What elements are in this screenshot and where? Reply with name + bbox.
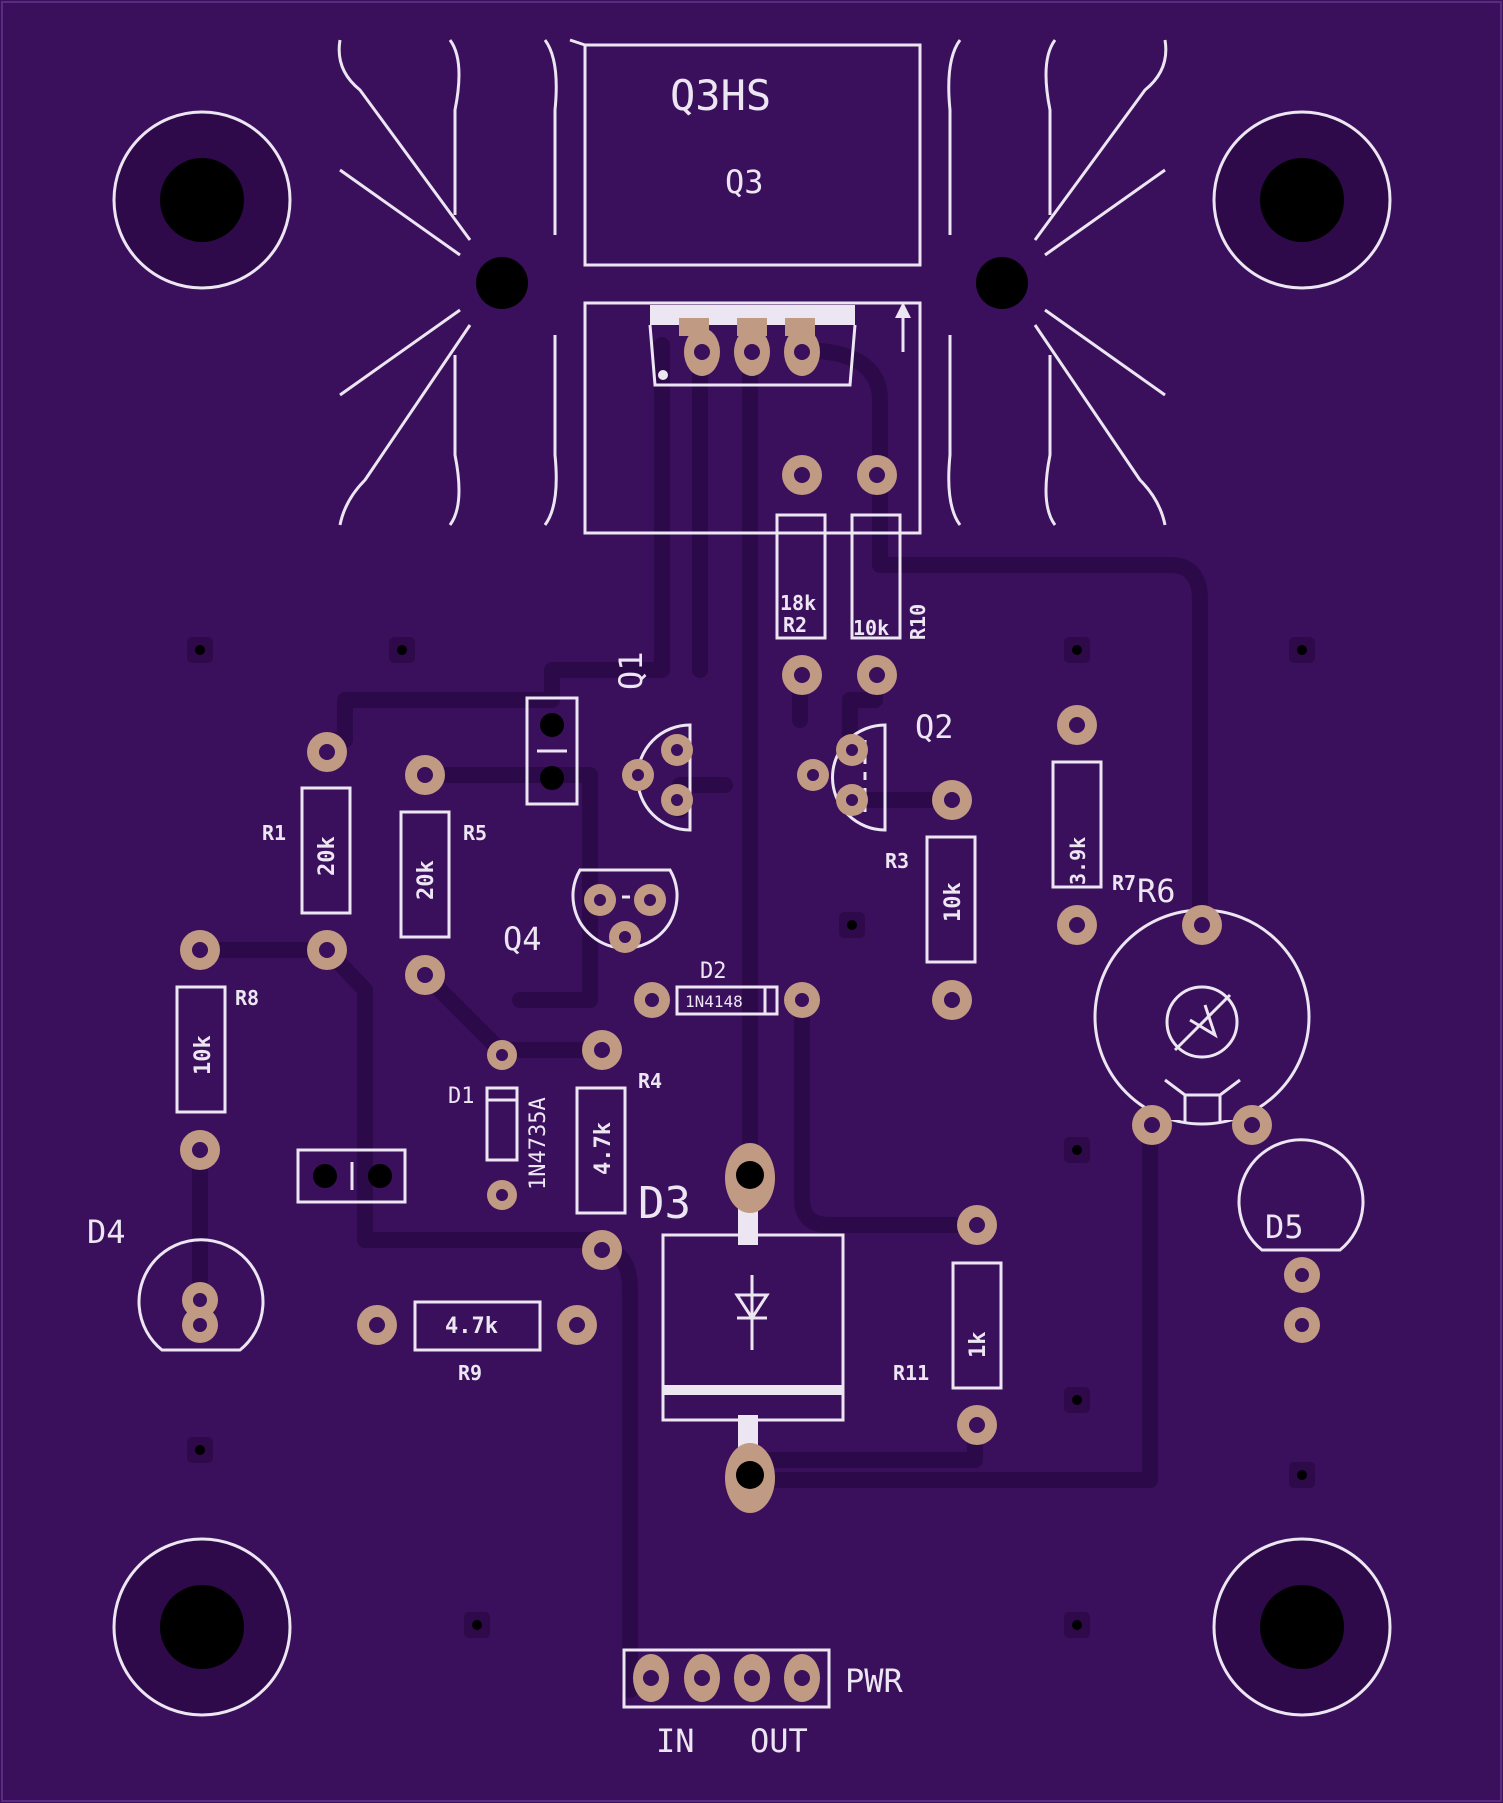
trace: [742, 1117, 1158, 1488]
r9-label: R9: [458, 1361, 482, 1385]
r7-label: R7: [1112, 871, 1136, 895]
r2-value: 18k: [780, 591, 816, 615]
d2-label: D2: [700, 959, 727, 984]
mounting-hole: [112, 110, 292, 290]
r5-label: R5: [463, 821, 487, 845]
via: [1064, 1387, 1090, 1413]
resistor-r4: 4.7k R4: [575, 1030, 662, 1270]
r1-value: 20k: [315, 836, 340, 876]
r7-value: 3.9k: [1066, 837, 1090, 885]
q1-label: Q1: [612, 651, 650, 690]
r1-label: R1: [262, 821, 286, 845]
resistor-r7: 3.9k R7: [1051, 705, 1136, 945]
transistor-q4: Q4: [503, 868, 679, 958]
power-connector: PWR IN OUT: [622, 1648, 904, 1760]
resistor-r9: 4.7k R9: [357, 1300, 597, 1385]
r10-value: 10k: [853, 616, 889, 640]
transistor-q3: [648, 302, 911, 387]
r8-label: R8: [235, 986, 259, 1010]
diode-d1: D1 1N4735A: [448, 1040, 551, 1210]
r4-label: R4: [638, 1069, 662, 1093]
r11-label: R11: [893, 1361, 929, 1385]
r11-value: 1k: [966, 1332, 991, 1359]
d4-label: D4: [87, 1213, 126, 1251]
transistor-q1: Q1: [612, 651, 693, 832]
via: [187, 637, 213, 663]
via: [1064, 1137, 1090, 1163]
via: [1064, 1612, 1090, 1638]
resistor-r2: 18k R2: [775, 455, 827, 695]
resistor-r1: 20k R1: [262, 732, 352, 970]
via: [1289, 637, 1315, 663]
potentiometer-r6: R6: [1093, 872, 1311, 1145]
transistor-q2: Q2: [797, 708, 954, 832]
d1-label: D1: [448, 1084, 475, 1109]
led-d4: D4: [87, 1213, 265, 1352]
r9-value: 4.7k: [445, 1314, 498, 1339]
jumper-top: [525, 696, 579, 806]
r3-value: 10k: [941, 882, 966, 922]
jumper-left: [296, 1148, 407, 1204]
mounting-hole: [112, 1537, 292, 1717]
r5-value: 20k: [414, 860, 439, 900]
trace: [872, 462, 1208, 928]
mounting-hole: [1212, 1537, 1392, 1717]
out-label: OUT: [750, 1722, 808, 1760]
d1-value: 1N4735A: [526, 1097, 551, 1190]
r8-value: 10k: [191, 1035, 216, 1075]
pwr-label: PWR: [845, 1662, 904, 1700]
via: [187, 1437, 213, 1463]
vias: [187, 637, 1315, 1638]
diode-d3: D3: [638, 1143, 845, 1513]
resistor-r10: 10k R10: [850, 455, 930, 695]
r2-label: R2: [783, 613, 807, 637]
r6-label: R6: [1137, 872, 1176, 910]
in-label: IN: [656, 1722, 695, 1760]
trace: [794, 992, 983, 1233]
resistor-r3: 10k R3: [885, 780, 977, 1020]
heatsink-q3hs: Q3HS Q3: [337, 38, 1168, 535]
d5-label: D5: [1265, 1208, 1304, 1246]
via: [464, 1612, 490, 1638]
q4-label: Q4: [503, 920, 542, 958]
via: [1289, 1462, 1315, 1488]
d3-label: D3: [638, 1178, 691, 1229]
via: [1064, 637, 1090, 663]
d2-value: 1N4148: [685, 992, 743, 1011]
via: [839, 912, 865, 938]
resistor-r5: 20k R5: [399, 755, 487, 995]
q3-label: Q3: [725, 163, 764, 201]
mounting-holes: [112, 110, 1392, 1717]
via: [389, 637, 415, 663]
mounting-hole: [1212, 110, 1392, 290]
q2-label: Q2: [915, 708, 954, 746]
resistor-r11: 1k R11: [893, 1205, 1003, 1445]
led-d5: D5: [1237, 1138, 1365, 1343]
r10-label: R10: [906, 604, 930, 640]
q3hs-label: Q3HS: [670, 71, 771, 120]
resistor-r8: 10k R8: [175, 930, 259, 1170]
r4-value: 4.7k: [591, 1122, 616, 1175]
diode-d2: 1N4148 D2: [634, 959, 820, 1018]
r3-label: R3: [885, 849, 909, 873]
